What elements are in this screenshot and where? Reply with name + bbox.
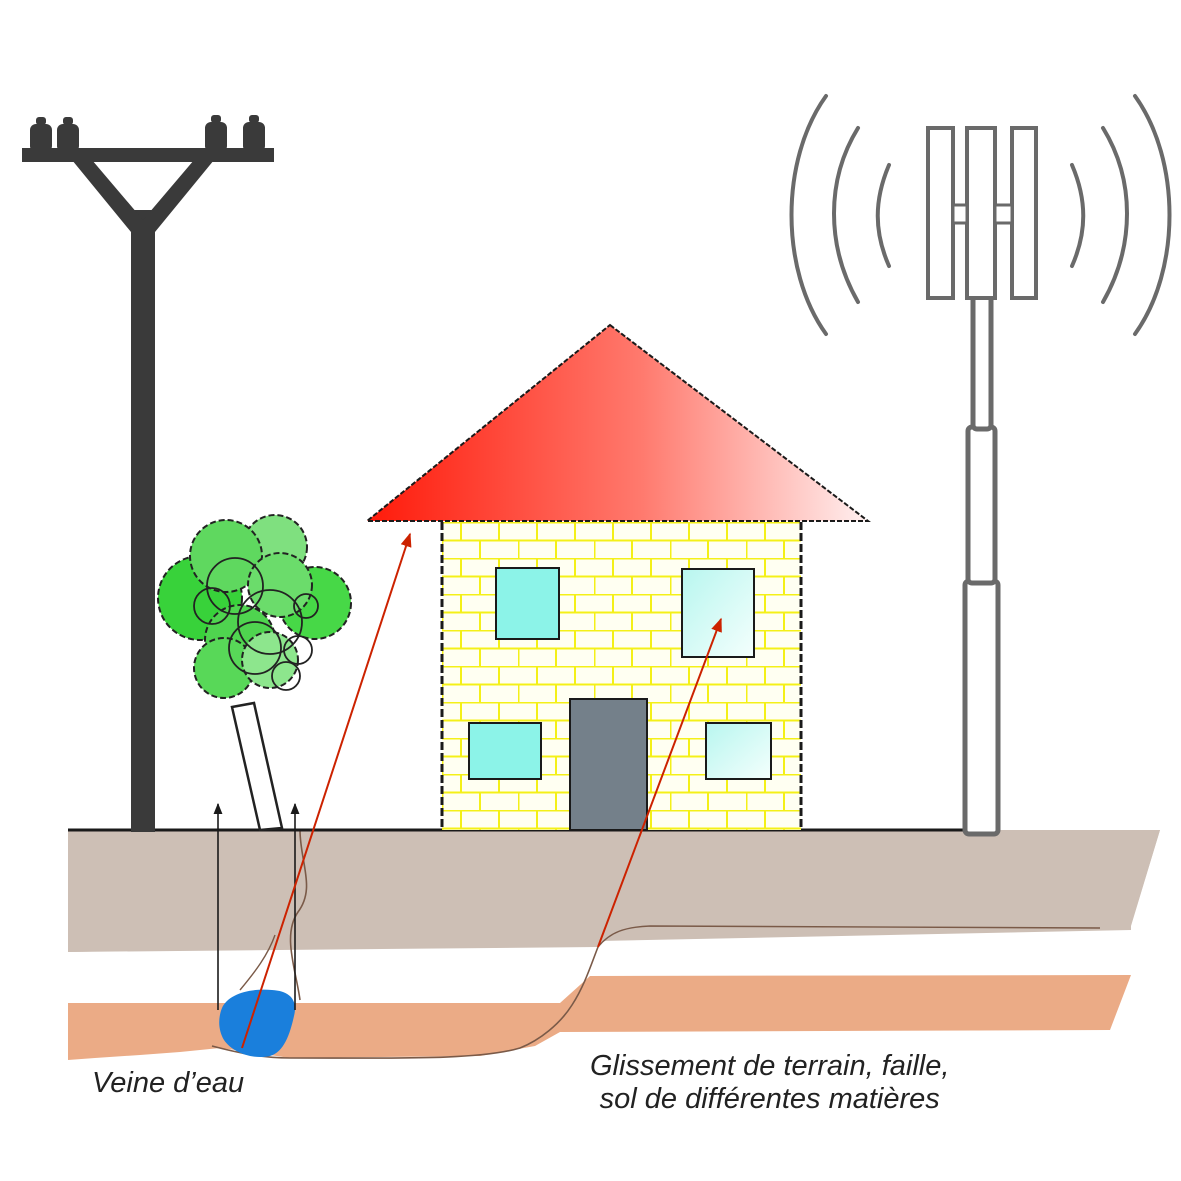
radio-waves — [789, 94, 1172, 336]
water-vein-label: Veine d’eau — [92, 1067, 245, 1099]
utility-pole-icon — [22, 115, 274, 832]
energy-arrows — [241, 532, 722, 1049]
pole-brace — [72, 160, 214, 232]
fault-outline-right — [597, 925, 1101, 948]
house-roof — [364, 323, 871, 522]
wave-right-middle — [1101, 126, 1129, 304]
insulators — [30, 115, 265, 152]
antenna-panel-right — [1010, 126, 1038, 300]
fault-label-line2: sol de différentes matières — [599, 1083, 940, 1116]
landslide-outline — [211, 946, 599, 1059]
tower-mast-top — [970, 290, 994, 432]
tree-arrows — [213, 802, 300, 1010]
ground — [68, 828, 1160, 1060]
wave-right-outer — [1133, 94, 1172, 336]
wave-left-middle — [832, 126, 860, 304]
arrow-water-to-roof — [241, 532, 412, 1049]
arrow-fault-to-window — [597, 617, 722, 948]
tree-highlights — [193, 557, 319, 691]
clay-layer — [68, 975, 1131, 1060]
window-bottom-right — [705, 722, 772, 780]
house-door — [569, 698, 648, 831]
pole-mast — [131, 210, 155, 832]
window-top-right — [681, 568, 755, 658]
antenna-panel-center — [965, 126, 997, 300]
tree-icon — [157, 514, 352, 832]
wave-left-inner — [875, 163, 891, 268]
wave-right-inner — [1070, 163, 1086, 268]
house-icon — [364, 323, 871, 831]
water-vein-icon — [219, 989, 296, 1058]
cell-tower-icon — [926, 126, 1038, 837]
antenna-bracket-right — [993, 203, 1014, 225]
fault-label-line1: Glissement de terrain, faille, — [590, 1050, 950, 1082]
tree-trunk — [230, 701, 284, 832]
window-top-left — [495, 567, 560, 640]
tower-mast-middle — [965, 424, 998, 586]
wave-left-outer — [789, 94, 828, 336]
soil-channel-left — [239, 934, 276, 991]
antenna-bracket-left — [951, 203, 969, 225]
tower-mast-bottom — [962, 578, 1001, 837]
antenna-panel-left — [926, 126, 955, 300]
fault-label: Glissement de terrain, faille, sol de di… — [590, 1050, 949, 1117]
window-bottom-left — [468, 722, 542, 780]
topsoil-band — [68, 830, 1160, 952]
